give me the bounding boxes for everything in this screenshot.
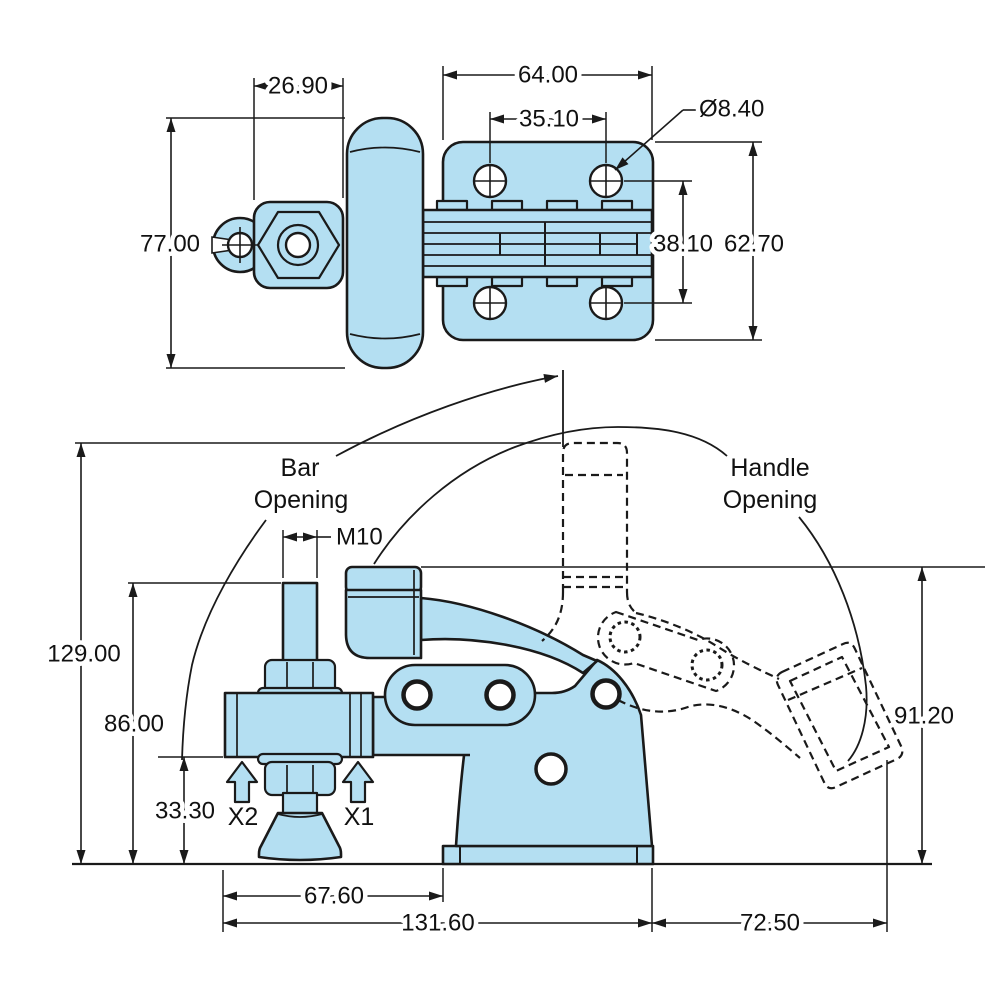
dim-bar-height: 86.00 — [99, 582, 281, 864]
dim-text-handle-height: 91.20 — [894, 703, 954, 730]
handle-opening-label-line1: Handle — [730, 454, 809, 482]
handle-opening-label-line2: Opening — [723, 486, 818, 514]
dim-text-hole-spacing-vertical: 38.10 — [653, 231, 713, 258]
rear-pivot-hole — [590, 678, 622, 710]
dim-text-bar-height: 86.00 — [104, 711, 164, 738]
dim-hole-spacing-vertical: 38.10 — [624, 180, 718, 304]
threaded-rod — [281, 581, 319, 664]
force-arrow-x2: X2 — [224, 760, 262, 835]
dim-handle-reach: 72.50 — [652, 760, 888, 941]
handle-opening-label: Handle Opening — [719, 450, 822, 518]
dim-text-min-bar-height: 33.30 — [155, 798, 215, 825]
force-arrow-x2-label: X2 — [228, 803, 259, 831]
bar-opening-label-line1: Bar — [281, 454, 320, 482]
dim-text-plate-width: 64.00 — [518, 62, 578, 89]
hole-bottom-right — [588, 285, 624, 321]
swivel-foot — [257, 811, 343, 862]
handle-grip-closed — [344, 565, 423, 660]
force-arrow-x1-label: X1 — [344, 803, 375, 831]
dim-text-spindle-thread: M10 — [336, 524, 383, 551]
bar-open-dashed — [541, 441, 637, 642]
dim-plate-width: 64.00 — [442, 57, 653, 140]
dim-text-hole-spacing-horizontal: 35.10 — [519, 106, 579, 133]
bar-assembly-top — [421, 199, 654, 288]
top-view: 26.90 77.00 64.00 35.10 Ø8.40 — [135, 57, 789, 370]
dim-spindle-thread: M10 — [282, 519, 387, 578]
force-arrow-x1: X1 — [340, 760, 378, 835]
dim-handle-length: 77.00 — [135, 117, 345, 369]
dim-min-bar-height: 33.30 — [150, 756, 223, 864]
bar-opening-label: Bar Opening — [250, 450, 353, 518]
dim-text-nut-width: 26.90 — [268, 73, 328, 100]
dim-hole-spacing-horizontal: 35.10 — [489, 101, 607, 163]
mounting-holes — [472, 163, 624, 321]
toggle-link — [383, 663, 537, 727]
dim-nut-width: 26.90 — [253, 68, 344, 200]
side-view: Bar Opening Handle Opening X2 X1 129.00 … — [43, 370, 985, 941]
spindle-assembly-top — [211, 200, 345, 290]
dim-open-height: 129.00 — [43, 442, 561, 864]
dim-text-hole-diameter: Ø8.40 — [699, 96, 764, 123]
dim-hole-diameter: Ø8.40 — [614, 91, 769, 171]
open-position-dashed — [541, 441, 904, 790]
clamp-base — [441, 844, 655, 866]
dim-plate-height: 62.70 — [655, 141, 789, 341]
hole-bottom-left — [472, 285, 508, 321]
dim-overall-length: 131.60 — [223, 868, 653, 941]
bar-opening-label-line2: Opening — [254, 486, 349, 514]
handle-opening-arc — [373, 426, 868, 762]
dim-text-overall-length: 131.60 — [401, 910, 474, 937]
clamp-bar — [223, 691, 375, 759]
handle-lever-closed — [419, 596, 599, 675]
hole-top-left — [472, 163, 508, 199]
lever-open-dashed — [617, 611, 801, 759]
handle-top-view — [345, 116, 425, 370]
dim-handle-height: 91.20 — [421, 566, 985, 864]
link-open-dashed — [596, 610, 736, 693]
dim-text-spindle-offset: 67.60 — [304, 883, 364, 910]
hole-top-right — [588, 163, 624, 199]
handle-grip-open-dashed — [775, 641, 904, 790]
dim-text-handle-reach: 72.50 — [740, 910, 800, 937]
spindle-assembly-side — [223, 581, 375, 862]
dim-text-plate-height: 62.70 — [724, 231, 784, 258]
bar-opening-arc — [181, 370, 564, 761]
dim-text-open-height: 129.00 — [47, 641, 120, 668]
body-hole — [534, 752, 568, 786]
lower-hex-nut — [263, 760, 337, 797]
dim-text-handle-length: 77.00 — [140, 231, 200, 258]
